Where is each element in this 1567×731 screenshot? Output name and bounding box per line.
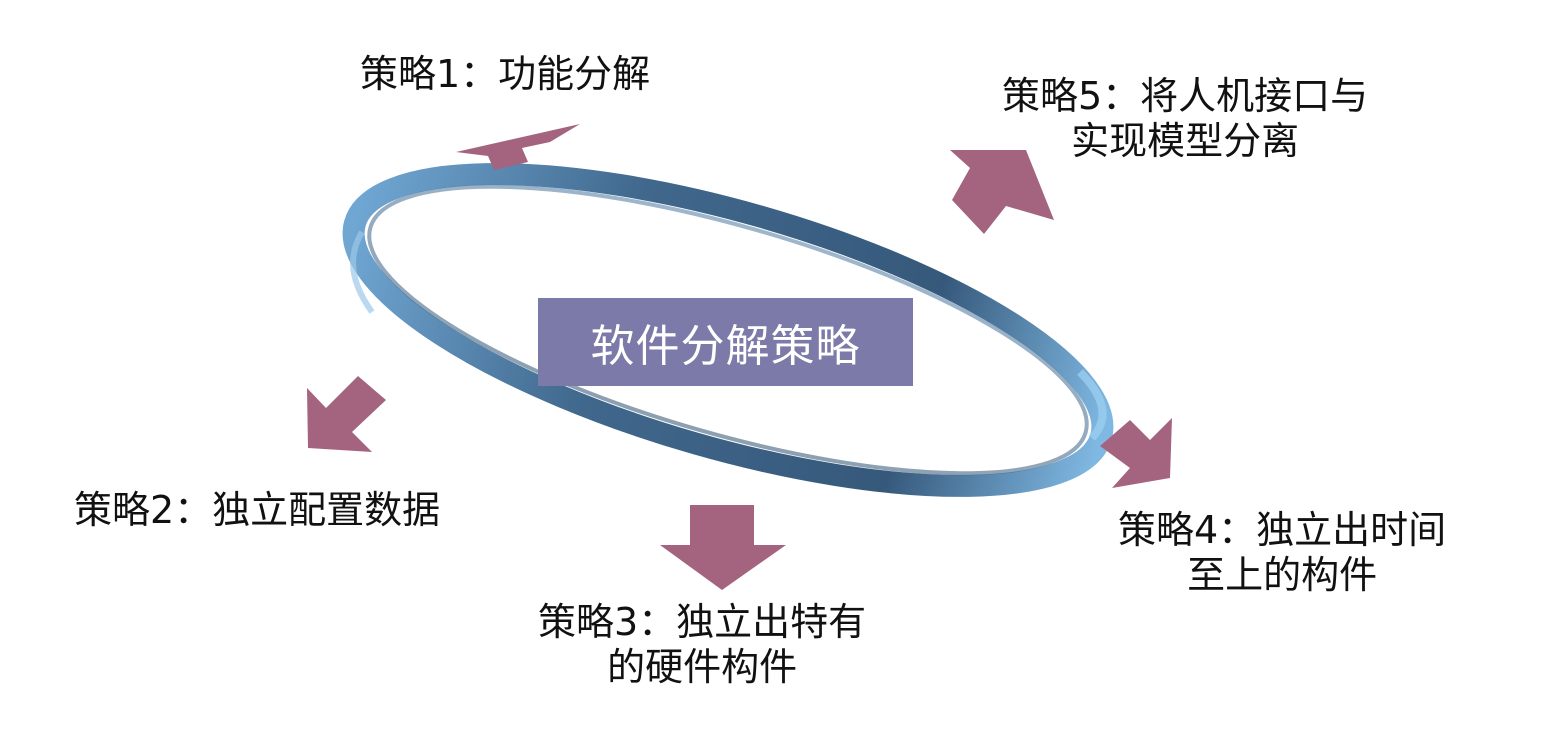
arrow-strategy-1 — [456, 124, 580, 170]
strategy-1-line-1: 策略1：功能分解 — [360, 52, 651, 96]
strategy-4-line-2: 至上的构件 — [1187, 552, 1378, 597]
center-label: 软件分解策略 — [590, 321, 861, 372]
arrows — [307, 124, 1172, 590]
strategy-2-line-1: 策略2：独立配置数据 — [74, 488, 441, 532]
arrow-strategy-5 — [950, 150, 1054, 234]
strategy-3-line-2: 的硬件构件 — [607, 644, 798, 689]
arrow-strategy-3 — [660, 505, 786, 590]
strategy-1-label: 策略1：功能分解 — [360, 52, 650, 97]
arrow-strategy-2 — [307, 376, 386, 452]
strategy-3-line-1: 策略3：独立出特有 — [538, 600, 867, 644]
strategy-5-line-2: 实现模型分离 — [1071, 118, 1300, 163]
strategy-3-label: 策略3：独立出特有 的硬件构件 — [538, 600, 866, 690]
strategy-4-line-1: 策略4：独立出时间 — [1118, 508, 1447, 552]
strategy-5-label: 策略5：将人机接口与 实现模型分离 — [1002, 74, 1368, 164]
arrow-strategy-4 — [1100, 418, 1172, 488]
ribbon-ring — [342, 163, 1114, 497]
strategy-4-label: 策略4：独立出时间 至上的构件 — [1118, 508, 1446, 598]
center-box: 软件分解策略 — [538, 298, 913, 386]
strategy-2-label: 策略2：独立配置数据 — [74, 488, 440, 533]
strategy-5-line-1: 策略5：将人机接口与 — [1002, 74, 1369, 118]
